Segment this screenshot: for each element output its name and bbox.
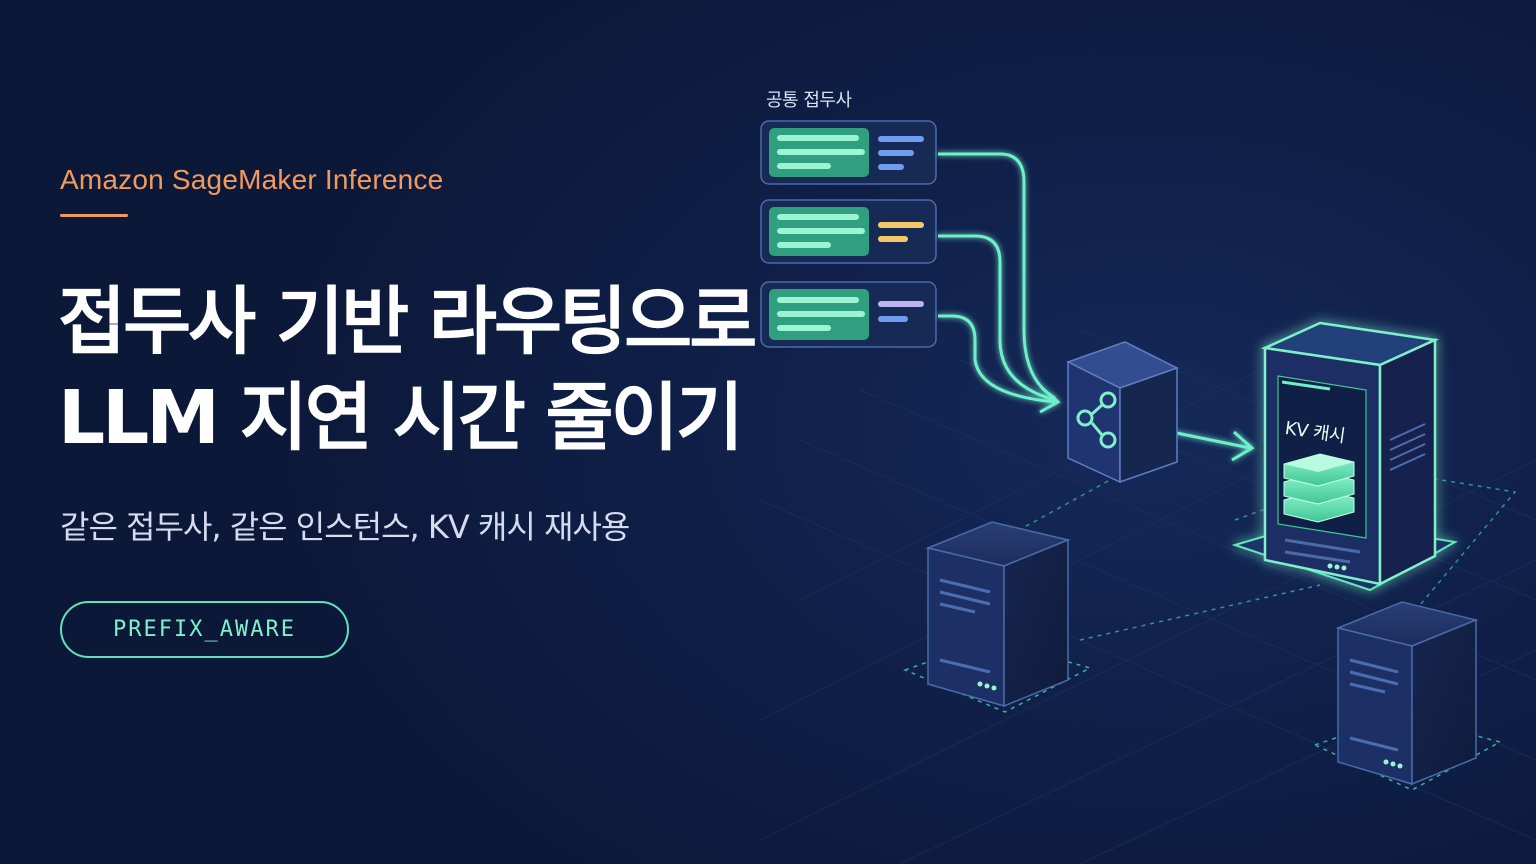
prefix-card-1	[760, 120, 937, 185]
kv-cache-stack	[1283, 453, 1355, 523]
subtitle: 같은 접두사, 같은 인스턴스, KV 캐시 재사용	[60, 508, 630, 546]
server-left	[902, 521, 1093, 713]
eyebrow-underline	[60, 214, 128, 217]
server-right	[1312, 601, 1503, 791]
prefix-aware-tag: PREFIX_AWARE	[60, 601, 349, 658]
share-nodes-icon	[1076, 391, 1117, 449]
router-cube	[1066, 341, 1179, 484]
headline: 접두사 기반 라우팅으로 LLM 지연 시간 줄이기	[58, 274, 757, 466]
headline-line-1: 접두사 기반 라우팅으로	[58, 279, 757, 365]
eyebrow-label: Amazon SageMaker Inference	[60, 164, 444, 195]
cache-server-details	[1277, 375, 1426, 571]
headline-line-2: LLM 지연 시간 줄이기	[58, 375, 744, 461]
prefix-card-2	[760, 199, 937, 264]
prefix-card-3	[760, 281, 937, 348]
common-prefix-label: 공통 접두사	[766, 90, 852, 111]
